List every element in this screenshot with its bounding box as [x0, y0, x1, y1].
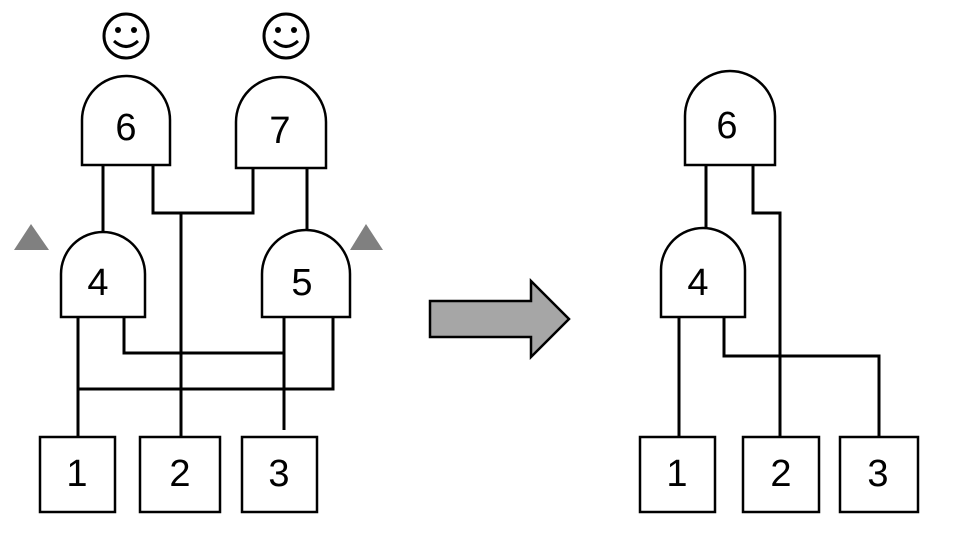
- gray-triangle-icon: [350, 224, 383, 250]
- gate-label: 4: [687, 262, 708, 304]
- gray-triangle-icon: [14, 224, 49, 250]
- right-circuit: 6 4 1 2 3: [638, 69, 920, 514]
- input-label: 2: [169, 453, 190, 495]
- smiley-face-icon: [262, 12, 310, 60]
- right-input-1: 1: [638, 435, 717, 514]
- gate-label: 4: [87, 262, 108, 304]
- gate-label: 7: [269, 110, 290, 152]
- input-label: 1: [66, 453, 87, 495]
- input-label: 3: [268, 453, 289, 495]
- gate-label: 6: [115, 107, 136, 149]
- input-label: 3: [867, 453, 888, 495]
- left-gate-6: 6: [80, 74, 172, 167]
- left-input-1: 1: [38, 435, 117, 514]
- gate-label: 6: [716, 105, 737, 147]
- right-input-3: 3: [838, 435, 920, 514]
- right-wires: [677, 165, 881, 437]
- input-label: 1: [666, 453, 687, 495]
- right-gate-6: 6: [683, 69, 777, 167]
- left-gate-4: 4: [59, 230, 147, 319]
- left-circuit: 6 7 4 5 1 2 3: [14, 12, 383, 514]
- right-gate-4: 4: [659, 226, 747, 319]
- right-input-2: 2: [741, 435, 821, 514]
- left-gate-5: 5: [260, 228, 352, 319]
- smiley-face-icon: [102, 12, 150, 60]
- left-input-3: 3: [240, 435, 319, 514]
- left-wires: [76, 163, 335, 437]
- gate-label: 5: [291, 262, 312, 304]
- left-input-2: 2: [138, 435, 222, 514]
- input-label: 2: [770, 453, 791, 495]
- left-gate-7: 7: [234, 75, 328, 170]
- right-arrow-icon: [428, 277, 571, 361]
